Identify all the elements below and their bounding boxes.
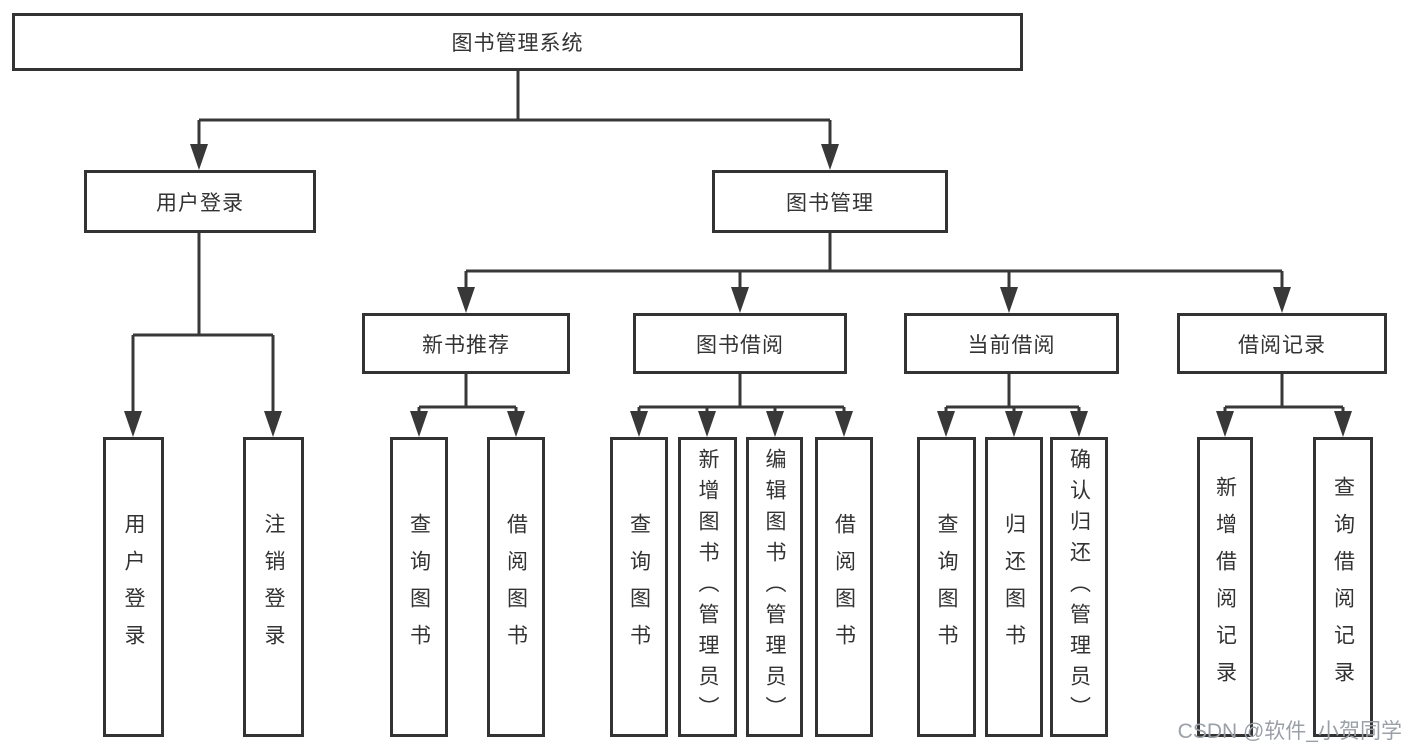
connector-book-mgmt-branch (464, 233, 1284, 297)
arrow-down-icon (1070, 411, 1088, 437)
arrow-down-icon (731, 287, 749, 313)
connector-borrow-records-branch (1223, 374, 1345, 421)
connector-new-book-rec-branch (417, 374, 518, 421)
leaf-cb-return-books: 归还图书 (985, 437, 1043, 737)
arrow-down-icon (630, 411, 648, 437)
leaf-br-add-record: 新增借阅记录 (1197, 437, 1253, 737)
node-book-management: 图书管理 (712, 170, 948, 233)
node-root: 图书管理系统 (12, 13, 1023, 71)
leaf-logout: 注销登录 (243, 437, 304, 737)
arrow-down-icon (410, 411, 428, 437)
arrow-down-icon (1273, 287, 1291, 313)
arrow-down-icon (698, 411, 716, 437)
arrow-down-icon (507, 411, 525, 437)
arrow-down-icon (821, 144, 839, 170)
arrow-down-icon (835, 411, 853, 437)
arrow-down-icon (766, 411, 784, 437)
arrow-down-icon (1000, 287, 1018, 313)
arrow-down-icon (264, 411, 282, 437)
node-user-login: 用户登录 (84, 170, 316, 233)
leaf-nbr-borrow-books: 借阅图书 (487, 437, 545, 737)
node-borrow-records: 借阅记录 (1177, 313, 1387, 374)
watermark: CSDN @软件_小贺同学 (1177, 720, 1402, 743)
leaf-bb-borrow-books: 借阅图书 (815, 437, 873, 737)
leaf-user-login: 用户登录 (103, 437, 164, 737)
leaf-bb-edit-books-admin: 编辑图书（管理员） (746, 437, 803, 737)
arrowheads (124, 144, 1352, 437)
node-new-book-recommend: 新书推荐 (362, 313, 570, 374)
connector-root-to-level2 (197, 70, 832, 152)
arrow-down-icon (124, 411, 142, 437)
node-current-borrow: 当前借阅 (904, 313, 1119, 374)
node-book-borrow: 图书借阅 (633, 313, 847, 374)
leaf-cb-confirm-return-admin: 确认归还（管理员） (1050, 437, 1108, 737)
arrow-down-icon (1216, 411, 1234, 437)
leaf-bb-add-books-admin: 新增图书（管理员） (678, 437, 737, 737)
arrow-down-icon (190, 144, 208, 170)
arrow-down-icon (1005, 411, 1023, 437)
arrow-down-icon (937, 411, 955, 437)
arrow-down-icon (1334, 411, 1352, 437)
leaf-cb-query-books: 查询图书 (917, 437, 976, 737)
leaf-bb-query-books: 查询图书 (610, 437, 668, 737)
leaf-nbr-query-books: 查询图书 (390, 437, 448, 737)
leaf-br-query-record: 查询借阅记录 (1313, 437, 1373, 737)
connector-book-borrow-branch (637, 374, 846, 421)
connector-user-login-branch (131, 233, 275, 421)
arrow-down-icon (457, 287, 475, 313)
